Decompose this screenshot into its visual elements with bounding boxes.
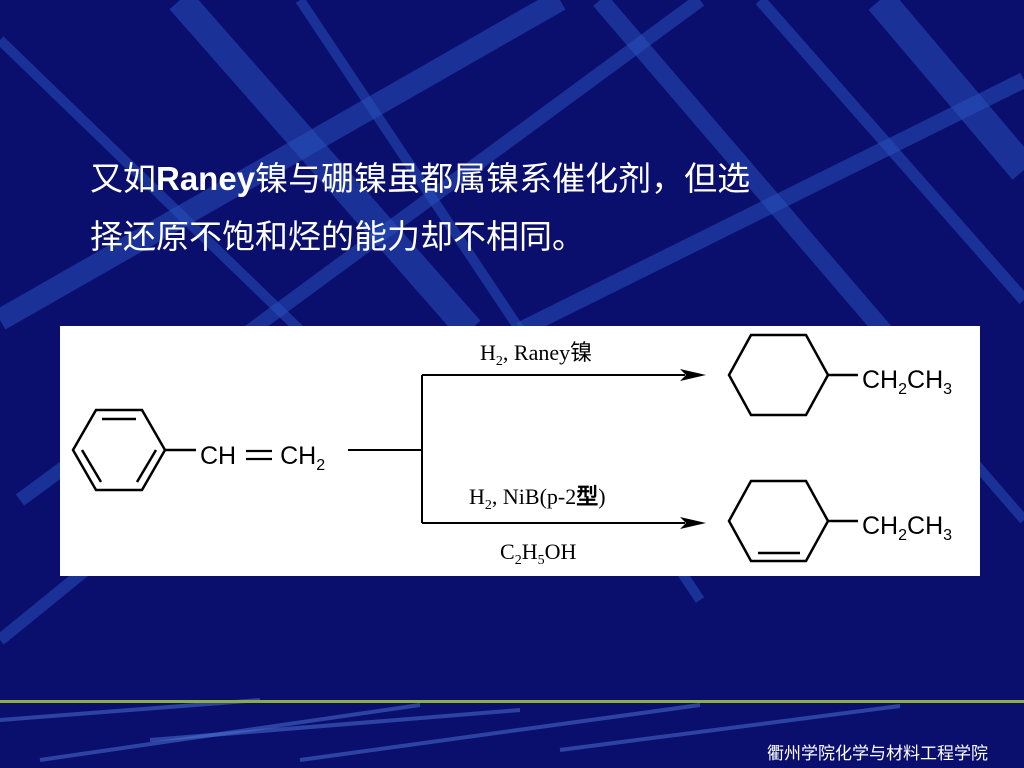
cyclohexene-ring xyxy=(727,479,830,563)
upper-condition: H2, Raney镍 xyxy=(480,340,592,369)
text-line1-post: 镍与硼镍虽都属镍系催化剂，但选 xyxy=(255,159,751,198)
lower-arrow-head xyxy=(680,517,706,529)
cyclohexane-ring xyxy=(727,333,830,417)
text-line2: 择还原不饱和烃的能力却不相同。 xyxy=(90,217,585,256)
footer-institution: 衢州学院化学与材料工程学院 xyxy=(767,744,988,764)
lower-condition: H2, NiB(p-2型) xyxy=(469,484,606,513)
lower-solvent: C2H5OH xyxy=(500,539,576,568)
branch-lines xyxy=(348,374,685,524)
slide-text: 又如Raney镍与硼镍虽都属镍系催化剂，但选择还原不饱和烃的能力却不相同。 xyxy=(90,150,950,266)
upper-product-formula: CH2CH3 xyxy=(862,366,952,398)
text-line1-pre: 又如 xyxy=(90,159,156,198)
lower-product-formula: CH2CH3 xyxy=(862,512,952,544)
text-line1-bold: Raney xyxy=(156,160,256,197)
benzene-ring xyxy=(71,408,167,492)
upper-arrow-head xyxy=(680,369,706,381)
